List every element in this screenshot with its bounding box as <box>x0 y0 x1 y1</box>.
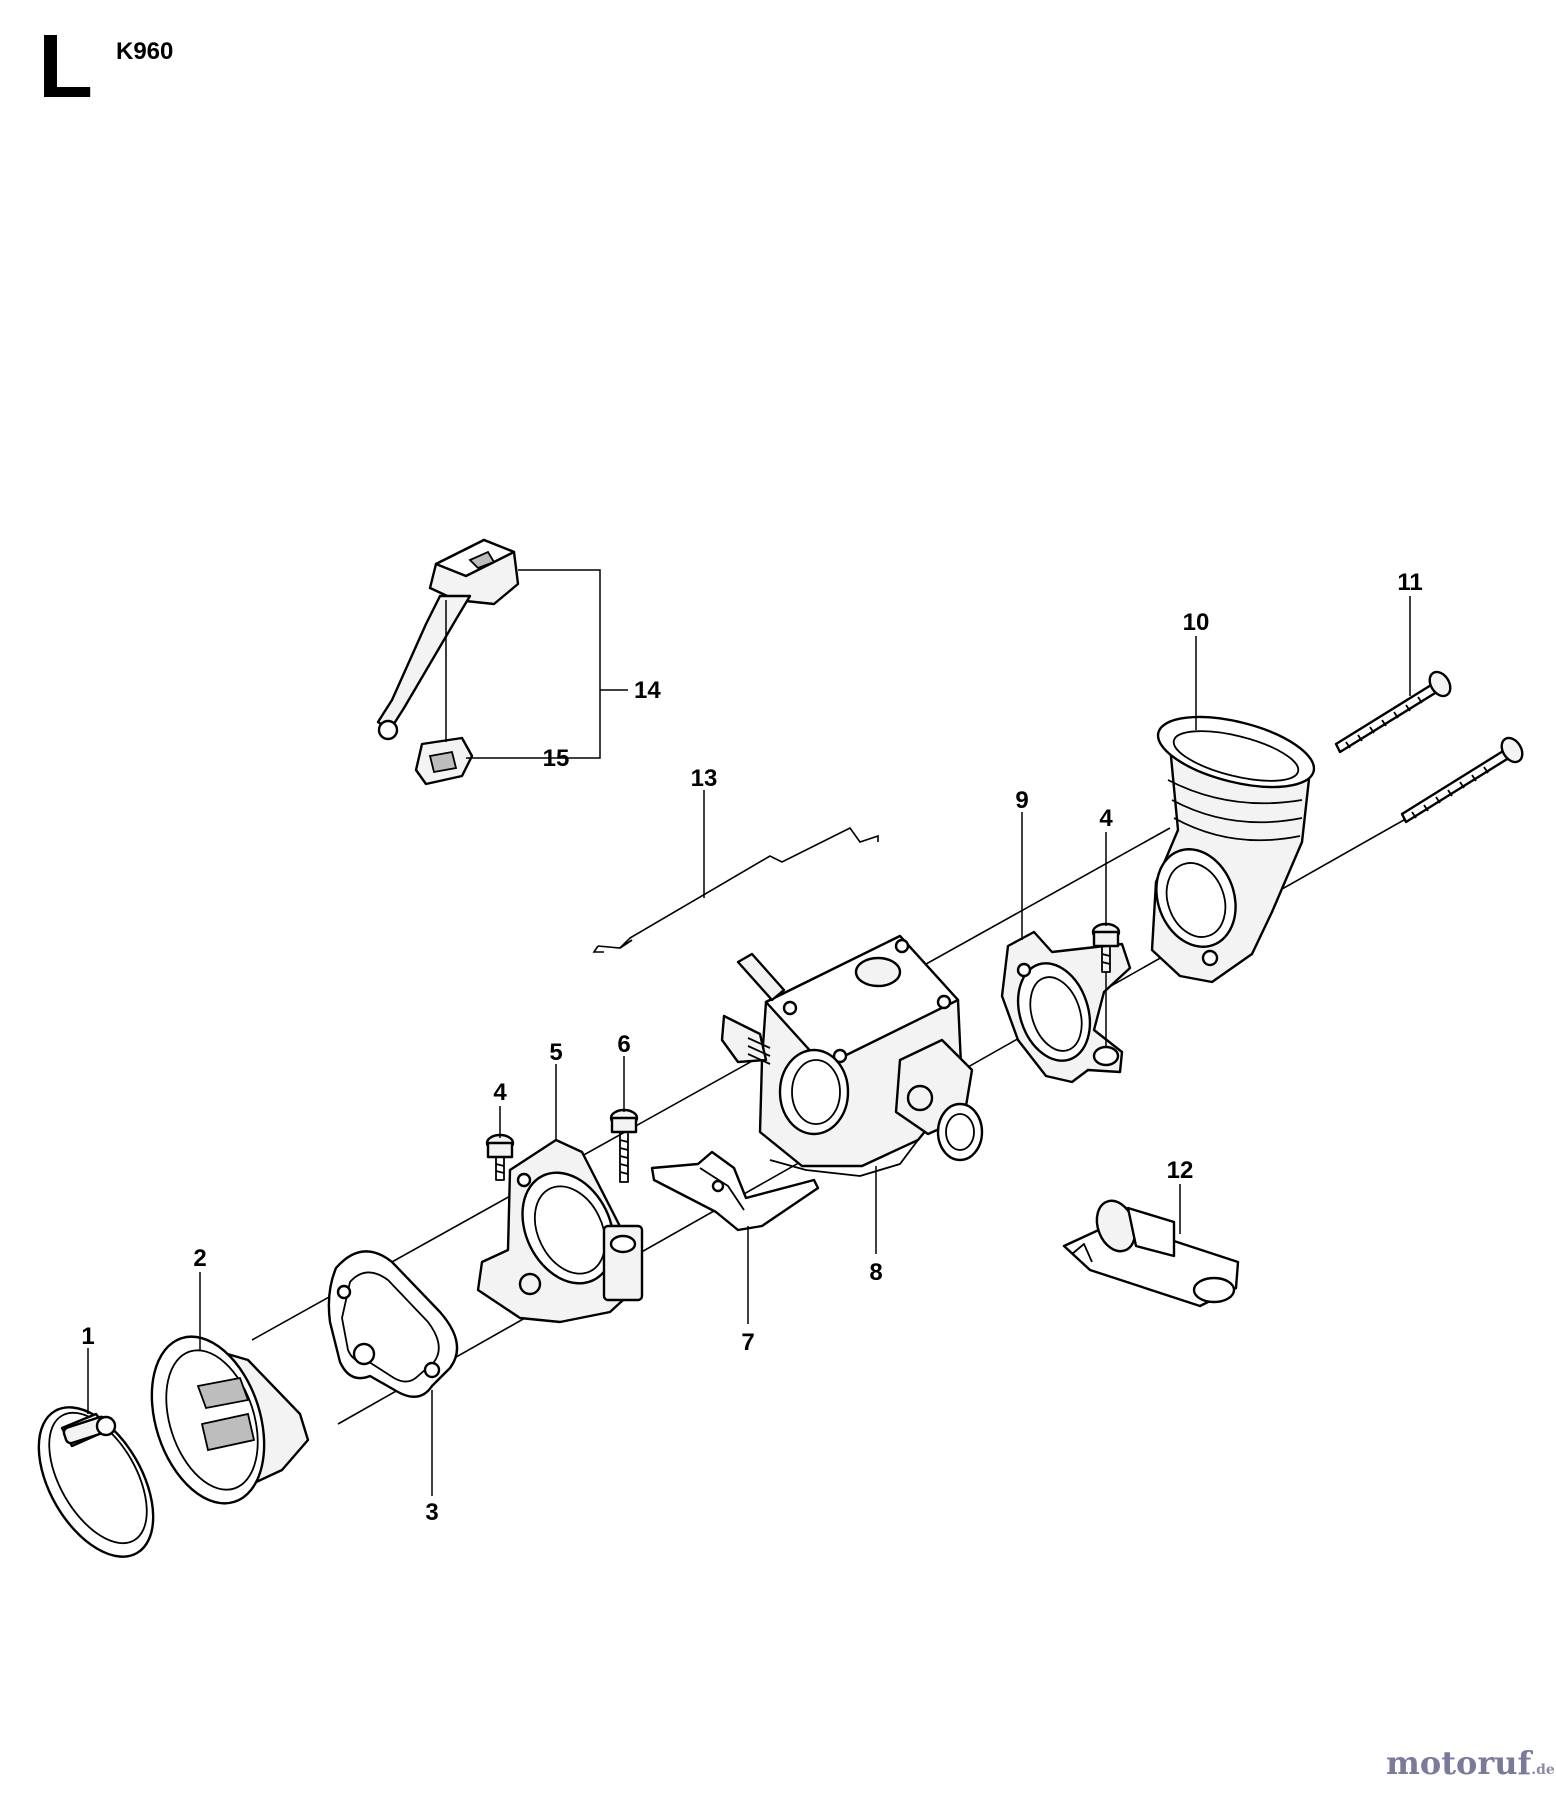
section-letter: L <box>38 17 93 117</box>
callout-12: 12 <box>1167 1157 1194 1184</box>
callout-3: 3 <box>425 1499 438 1526</box>
callout-4-left: 4 <box>493 1079 507 1106</box>
part-12-shaft-component <box>1062 1199 1240 1308</box>
callout-7: 7 <box>741 1329 754 1356</box>
callout-9: 9 <box>1015 787 1028 814</box>
callout-10: 10 <box>1183 609 1210 636</box>
part-13-linkage-rod <box>592 826 879 953</box>
part-4-screw-left <box>485 1133 515 1181</box>
part-5-flange <box>476 1138 644 1324</box>
callout-4-right: 4 <box>1099 805 1113 832</box>
watermark-brand: motoruf <box>1386 1744 1532 1782</box>
part-14-throttle-lever <box>376 538 520 741</box>
callout-13: 13 <box>691 765 718 792</box>
watermark: motoruf.de <box>1386 1747 1555 1779</box>
part-8-carburetor <box>720 934 984 1177</box>
part-9-flange <box>1000 930 1132 1084</box>
callout-2: 2 <box>193 1245 206 1272</box>
part-11-bolts <box>1334 670 1524 824</box>
callout-labels: 1 2 3 4 5 6 7 8 9 4 10 11 12 13 14 15 <box>81 569 1422 1526</box>
part-4-screw-right <box>1091 922 1121 973</box>
callout-14: 14 <box>634 677 661 704</box>
callout-8: 8 <box>869 1259 882 1286</box>
part-6-screw <box>609 1108 639 1183</box>
part-2-intake-adapter <box>150 1335 310 1505</box>
part-3-gasket <box>327 1250 459 1398</box>
callout-6: 6 <box>617 1031 630 1058</box>
model-code: K960 <box>116 38 174 65</box>
part-7-shield-plate <box>650 1150 820 1232</box>
part-1-hose-clamp <box>37 1406 155 1558</box>
callout-1: 1 <box>81 1323 94 1350</box>
leader-lines <box>87 569 1411 1496</box>
part-15-lever-clip <box>414 736 474 786</box>
callout-15: 15 <box>543 745 570 772</box>
callout-11: 11 <box>1397 569 1422 596</box>
callout-5: 5 <box>549 1039 562 1066</box>
watermark-suffix: .de <box>1531 1762 1555 1778</box>
part-10-intake-bellows <box>1150 715 1316 984</box>
